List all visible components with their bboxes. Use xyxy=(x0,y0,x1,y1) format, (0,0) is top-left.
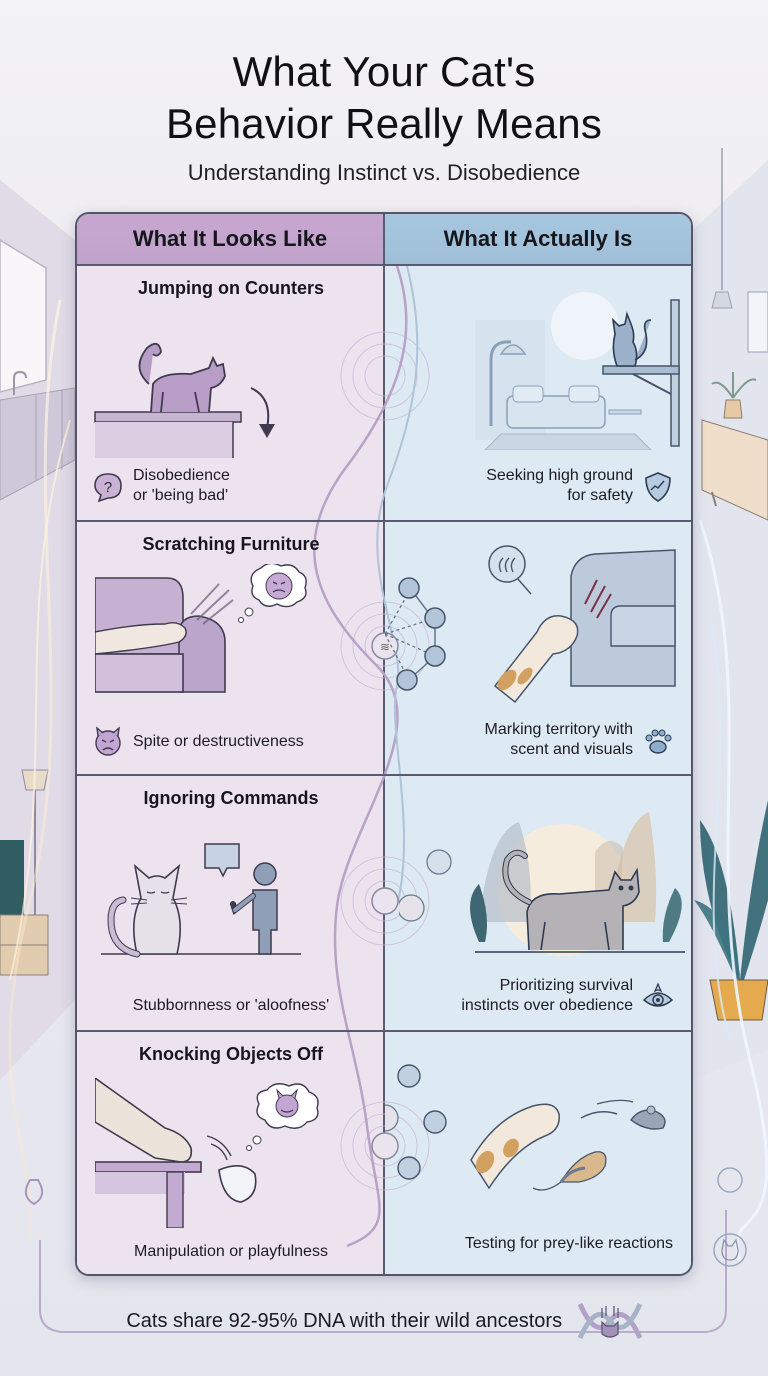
column-header-actually-is: What It Actually Is xyxy=(385,214,691,264)
header: What Your Cat's Behavior Really Means Un… xyxy=(0,46,768,186)
looks-like-cell: Knocking Objects Off Manipulati xyxy=(77,1032,385,1274)
table-row: Scratching Furniture xyxy=(77,522,691,776)
looks-like-cell: Scratching Furniture xyxy=(77,522,385,774)
table-row: Ignoring Commands Stubbornness or 'aloof… xyxy=(77,776,691,1032)
behavior-title: Ignoring Commands xyxy=(143,788,319,808)
actually-is-caption: Prioritizing survival instincts over obe… xyxy=(461,976,633,1016)
behavior-title: Jumping on Counters xyxy=(138,278,324,298)
column-header-looks-like: What It Looks Like xyxy=(77,214,385,264)
looks-like-caption: Stubbornness or 'aloofness' xyxy=(77,996,385,1016)
title-line-2: Behavior Really Means xyxy=(165,100,603,147)
caption-line: Stubbornness or 'aloofness' xyxy=(132,997,330,1014)
cat-ignoring-person-illustration xyxy=(101,843,301,958)
cat-knocking-cup-illustration xyxy=(95,1078,319,1228)
looks-like-caption: Manipulation or playfulness xyxy=(77,1242,385,1262)
caption-line: for safety xyxy=(567,487,633,504)
paw-marking-territory-illustration xyxy=(385,545,676,704)
svg-text:≋: ≋ xyxy=(380,640,390,654)
eye-icon xyxy=(642,982,674,1007)
table-row: Knocking Objects Off Manipulati xyxy=(77,1032,691,1274)
question-bubble-icon: ? xyxy=(94,473,122,503)
cat-scratching-couch-illustration xyxy=(95,564,307,693)
caption-line: scent and visuals xyxy=(510,741,633,758)
devil-face-icon xyxy=(95,726,121,756)
behavior-title: Scratching Furniture xyxy=(142,534,320,554)
caption-line: Marking territory with xyxy=(484,721,633,738)
page-subtitle: Understanding Instinct vs. Disobedience xyxy=(187,160,581,185)
caption-line: Prioritizing survival xyxy=(499,977,633,994)
caption-line: instincts over obedience xyxy=(461,997,633,1014)
caption-line: Disobedience xyxy=(133,467,230,484)
table-header: What It Looks Like What It Actually Is xyxy=(77,214,691,266)
footer-fact: Cats share 92-95% DNA with their wild an… xyxy=(0,1300,768,1342)
paw-print-icon xyxy=(645,729,672,754)
dna-cat-icon xyxy=(577,1302,642,1340)
actually-is-caption: Seeking high ground for safety xyxy=(486,466,633,506)
caption-line: Manipulation or playfulness xyxy=(134,1243,328,1260)
actually-is-cell: Testing for prey-like reactions xyxy=(385,1032,691,1274)
caption-line: Seeking high ground xyxy=(486,467,633,484)
center-swirl-decoration: ≋ xyxy=(313,266,430,1248)
looks-like-cell: Jumping on Counters ? Disobedience or 'b… xyxy=(77,266,385,520)
title-line-1: What Your Cat's xyxy=(232,48,536,95)
actually-is-caption: Testing for prey-like reactions xyxy=(465,1234,673,1254)
table-body: ≋ Jumping on Counters ? xyxy=(77,266,691,1274)
behavior-title: Knocking Objects Off xyxy=(138,1044,324,1064)
looks-like-caption: Spite or destructiveness xyxy=(133,732,304,752)
actually-is-cell: Marking territory with scent and visuals xyxy=(385,522,691,774)
actually-is-cell: Seeking high ground for safety xyxy=(385,266,691,520)
page-title: What Your Cat's Behavior Really Means xyxy=(0,46,768,150)
looks-like-cell: Ignoring Commands Stubbornness or 'aloof… xyxy=(77,776,385,1030)
shield-icon xyxy=(645,472,671,502)
looks-like-caption: Disobedience or 'being bad' xyxy=(133,466,230,506)
caption-line: Spite or destructiveness xyxy=(133,733,304,750)
comparison-table: What It Looks Like What It Actually Is ≋… xyxy=(75,212,693,1276)
paw-prey-toys-illustration xyxy=(385,1064,666,1191)
actually-is-caption: Marking territory with scent and visuals xyxy=(485,720,633,760)
svg-text:?: ? xyxy=(104,479,112,496)
cat-on-counter-illustration xyxy=(94,342,275,458)
footer-text: Cats share 92-95% DNA with their wild an… xyxy=(126,1309,563,1332)
caption-line: or 'being bad' xyxy=(133,487,229,504)
cat-high-perch-illustration xyxy=(475,292,680,450)
actually-is-cell: Prioritizing survival instincts over obe… xyxy=(385,776,691,1030)
cat-wild-survival-illustration xyxy=(399,812,685,956)
caption-line: Testing for prey-like reactions xyxy=(464,1235,673,1252)
table-row: Jumping on Counters ? Disobedience or 'b… xyxy=(77,266,691,522)
